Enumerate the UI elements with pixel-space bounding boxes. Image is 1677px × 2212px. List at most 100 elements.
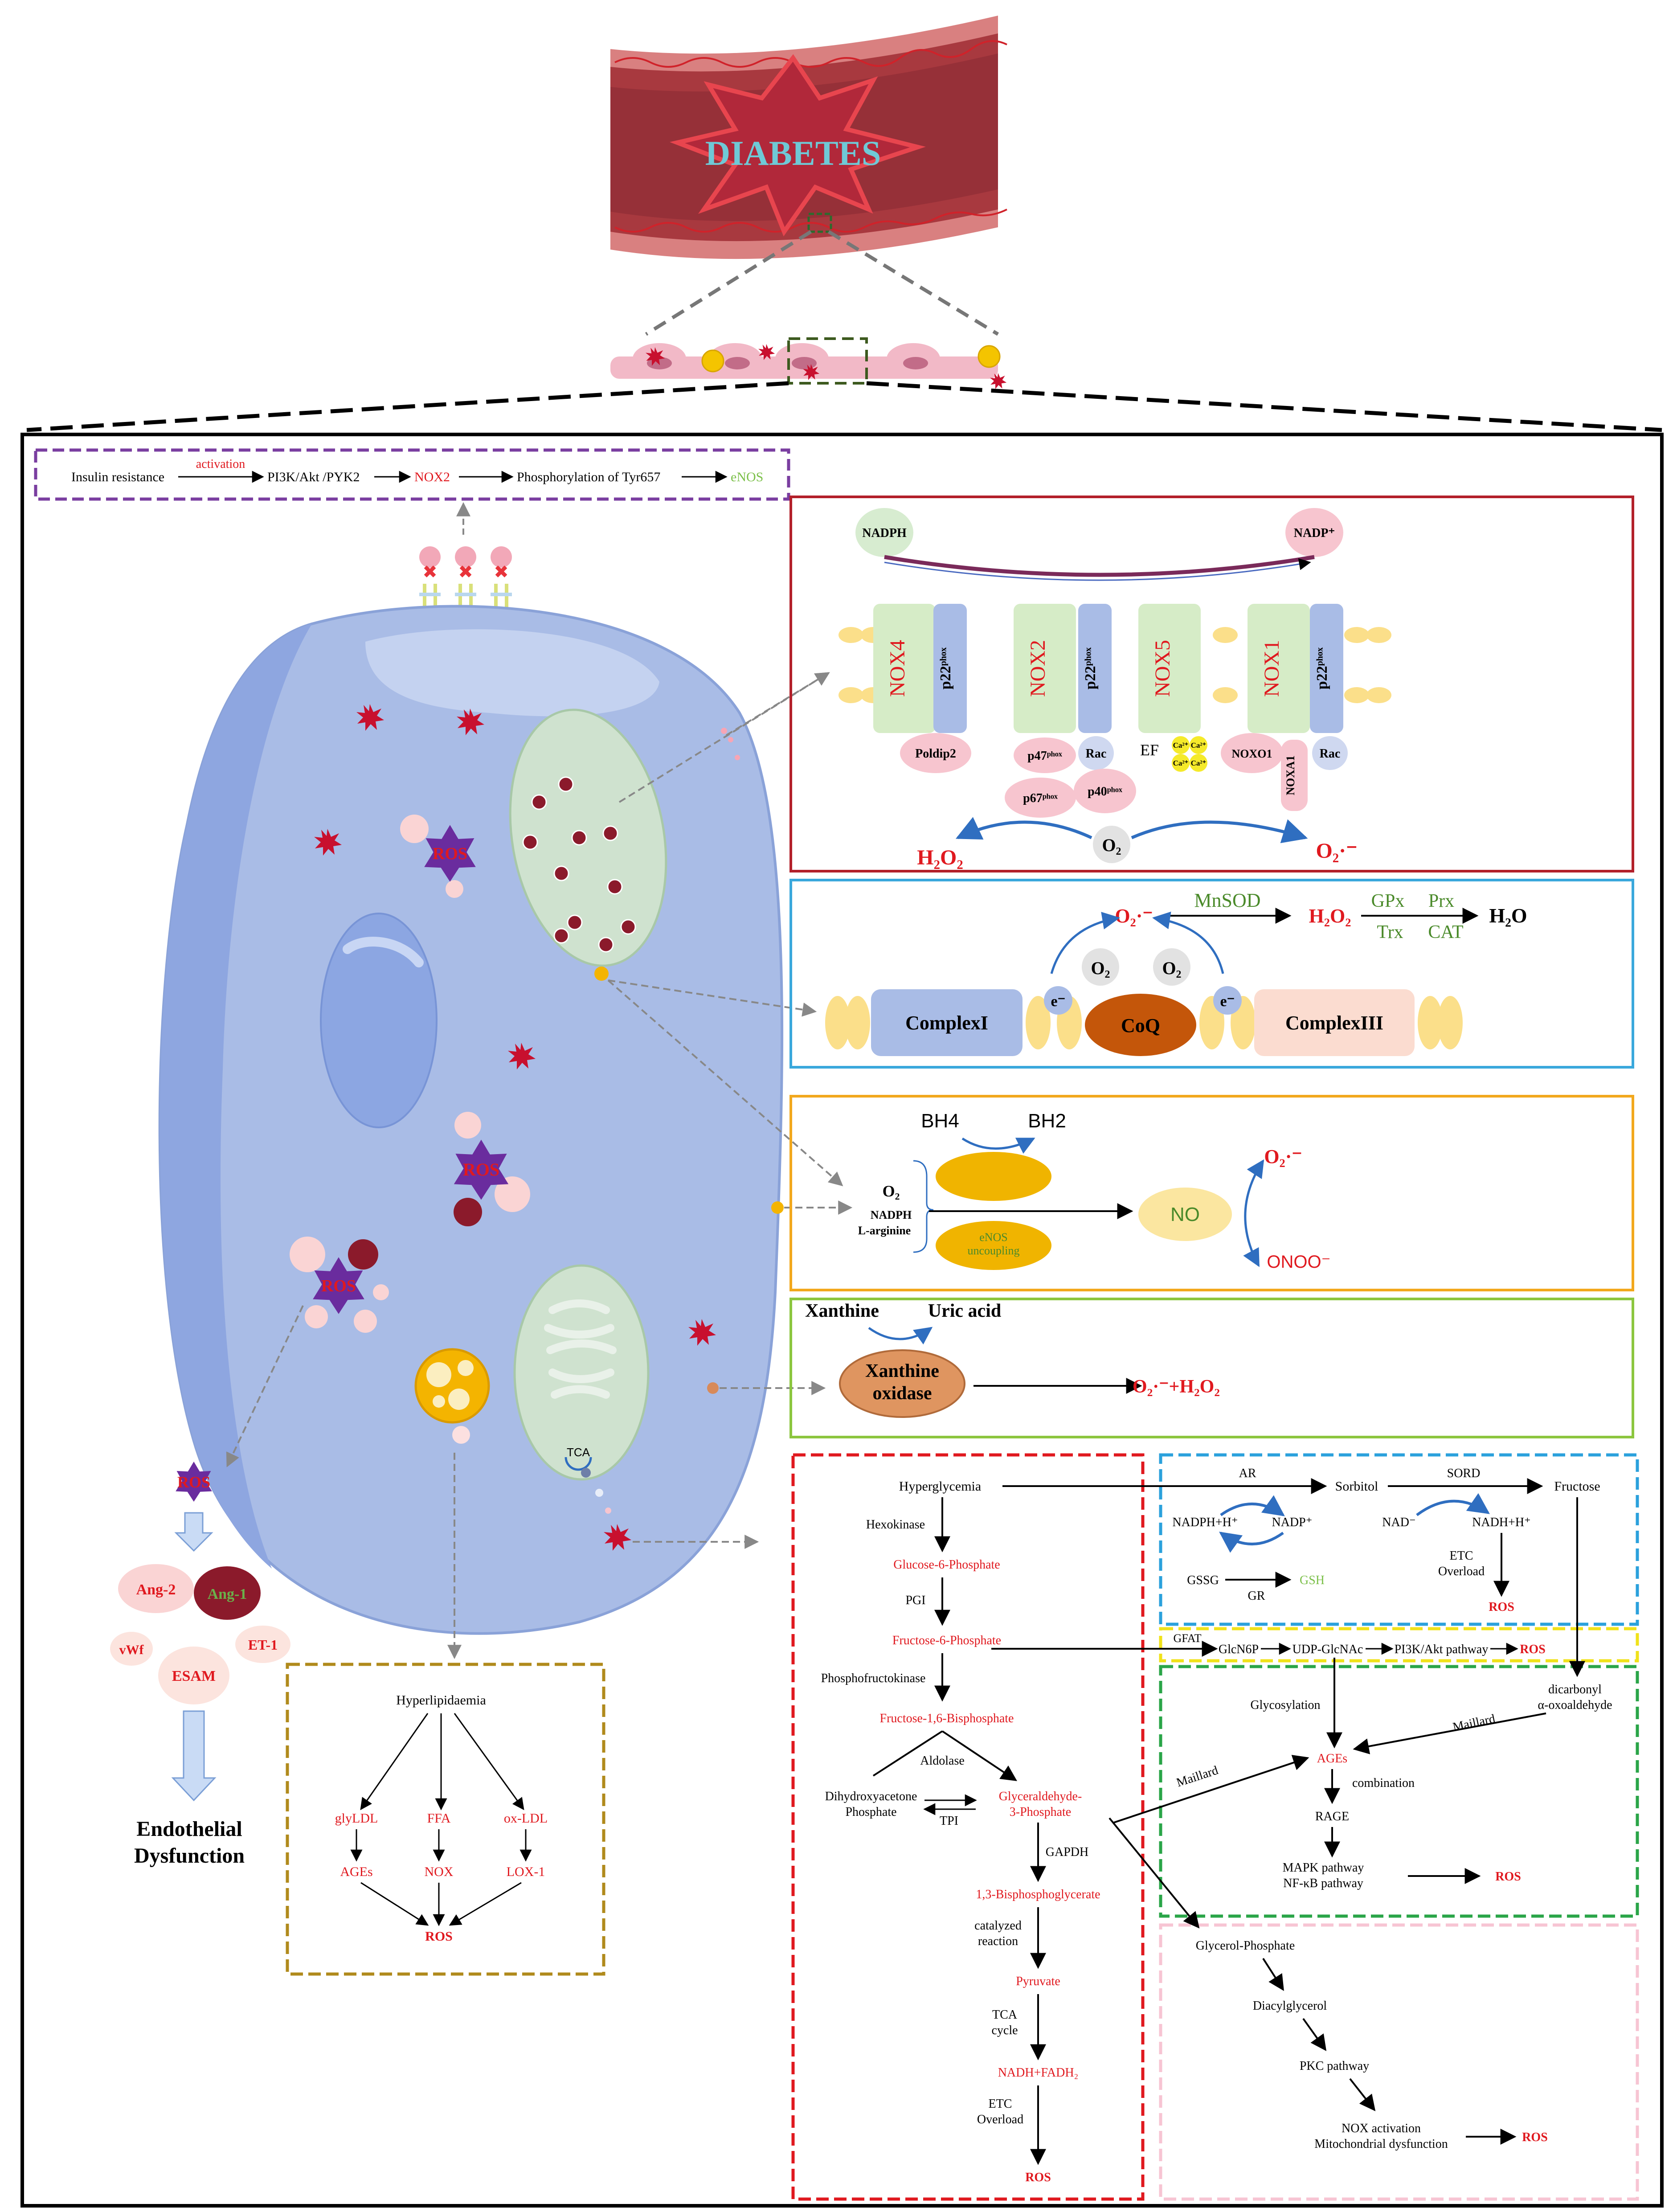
insulin-bar-enos-label: eNOS xyxy=(731,470,763,484)
cell-ros-label: ROS xyxy=(433,844,467,863)
cell-tca-label: TCA xyxy=(567,1446,590,1459)
polyol-gr-label: GR xyxy=(1248,1589,1265,1603)
xo-panel-xanthine-label: Xanthine xyxy=(805,1301,879,1321)
xanthine-oxidase-panel: Xanthine Uric acid Xanthine oxidase O₂·⁻… xyxy=(789,1298,1634,1438)
polyol-pathway-box: AR Sorbitol SORD Fructose NADPH+H⁺ NADP⁺… xyxy=(1002,1453,1639,1626)
pkc-panel-dag-label: Diacylglycerol xyxy=(1253,1999,1327,2013)
nox-panel-nox2-label: NOX2 xyxy=(1026,640,1050,697)
outside-ang2-label: Ang-2 xyxy=(136,1581,176,1598)
outside-et1-label: ET-1 xyxy=(248,1637,278,1653)
nox-panel-ca-label: Ca²⁺ xyxy=(1173,741,1189,750)
pkc-panel-ros-label: ROS xyxy=(1522,2130,1548,2144)
mito-panel-prx-label: Prx xyxy=(1428,891,1454,911)
enos-panel-nadph-label: NADPH xyxy=(871,1208,912,1221)
hexosamine-gfat-label: GFAT xyxy=(1173,1632,1201,1645)
nox-panel-nadph-label: NADPH xyxy=(862,526,907,540)
enos-panel-bh2-label: BH2 xyxy=(1028,1110,1066,1132)
glycolysis-g6p-label: Glucose-6-Phosphate xyxy=(893,1558,1000,1572)
ros-cluster-2: ROS xyxy=(454,1112,530,1226)
nucleus xyxy=(320,913,438,1128)
glycolysis-etc-1-label: ETC xyxy=(989,2097,1012,2111)
enos-uncoupling-panel: BH4 BH2 eNOS uncoupling O₂ NADPH L-argin… xyxy=(789,1095,1634,1291)
lipid-lox1-label: LOX-1 xyxy=(507,1864,545,1879)
polyol-ar-label: AR xyxy=(1239,1466,1256,1480)
nox-panel-nox4-label: NOX4 xyxy=(886,640,909,697)
endothelial-dysfunction: ROS Ang-2 Ang-1 vWf ET-1 ESAM Endothelia… xyxy=(110,1462,290,1868)
lipid-glyldl-label: glyLDL xyxy=(335,1811,378,1826)
hexosamine-pi3k-label: PI3K/Akt pathway xyxy=(1395,1643,1489,1656)
endothelial-strip xyxy=(610,337,1007,389)
mitochondrion-nox xyxy=(509,709,667,981)
glycolysis-pyruvate-label: Pyruvate xyxy=(1016,1974,1060,1988)
glycolysis-hyper-label: Hyperglycemia xyxy=(899,1479,981,1494)
mito-panel-trx-label: Trx xyxy=(1377,922,1403,942)
glycolysis-dhap-1-label: Dihydroxyacetone xyxy=(825,1790,917,1803)
insulin-bar-insulin-resistance-label: Insulin resistance xyxy=(71,470,164,484)
age-panel-mapk-1-label: MAPK pathway xyxy=(1283,1861,1364,1875)
xo-panel-product-label: O₂·⁻+H₂O₂ xyxy=(1133,1376,1220,1397)
lipid-hyper-label: Hyperlipidaemia xyxy=(396,1693,486,1708)
polyol-nad-label: NAD⁻ xyxy=(1382,1516,1415,1529)
nox-panel-p22-label: p22ᵖʰᵒˣ xyxy=(1082,647,1099,689)
insulin-bar-nox2-label: NOX2 xyxy=(414,470,450,484)
mito-panel-o2-label: O₂ xyxy=(1162,958,1181,978)
glycolysis-ros-label: ROS xyxy=(1025,2171,1051,2184)
age-panel-maillard-label: Maillard xyxy=(1175,1763,1220,1790)
outside-ros-label: ROS xyxy=(177,1473,210,1491)
mito-panel-e-label: e⁻ xyxy=(1051,993,1065,1010)
main-frame xyxy=(20,433,1664,2208)
glycolysis-tca-1-label: TCA xyxy=(992,2008,1018,2022)
glycolysis-tpi-label: TPI xyxy=(940,1814,958,1828)
enos-panel-onoo-label: ONOO⁻ xyxy=(1267,1252,1330,1272)
polyol-sorbitol-label: Sorbitol xyxy=(1335,1479,1378,1494)
glycolysis-pfk-label: Phosphofructokinase xyxy=(821,1671,926,1685)
polyol-gssg-label: GSSG xyxy=(1187,1573,1219,1587)
glycolysis-pgi-label: PGI xyxy=(905,1593,925,1607)
lipid-ffa-label: FFA xyxy=(427,1811,451,1826)
svg-text:✖: ✖ xyxy=(422,562,438,582)
xo-panel-xo-2-label: oxidase xyxy=(872,1383,932,1404)
nox-panel-p67-label: p67ᵖʰᵒˣ xyxy=(1023,791,1058,805)
nox-panel-o2rad-label: O₂·⁻ xyxy=(1316,839,1357,863)
outside-ang1-label: Ang-1 xyxy=(208,1586,247,1602)
glycolysis-hexokinase-label: Hexokinase xyxy=(866,1518,925,1532)
glycolysis-tca-2-label: cycle xyxy=(991,2024,1018,2037)
nox-panel-p47-label: p47ᵖʰᵒˣ xyxy=(1027,749,1063,763)
pkc-panel-nox-2-label: Mitochondrial dysfunction xyxy=(1314,2137,1448,2151)
age-panel-mapk-2-label: NF-κB pathway xyxy=(1283,1876,1363,1890)
nox-panel-rac-label: Rac xyxy=(1320,747,1341,761)
svg-text:✖: ✖ xyxy=(458,562,473,582)
ages-pathway-box: dicarbonyl α-oxoaldehyde Glycosylation M… xyxy=(1113,1497,1639,1918)
age-panel-maillard-label: Maillard xyxy=(1452,1712,1497,1734)
nox-panel-p22-label: p22ᵖʰᵒˣ xyxy=(1314,647,1330,689)
nox-panel-nox1-label: NOX1 xyxy=(1260,640,1284,697)
age-panel-dicarbonyl-2-label: α-oxoaldehyde xyxy=(1538,1698,1612,1712)
lipid-droplet xyxy=(414,1348,490,1444)
glycolysis-aldolase-label: Aldolase xyxy=(920,1754,965,1768)
polyol-gsh-label: GSH xyxy=(1300,1573,1325,1587)
pkc-panel-pkc-label: PKC pathway xyxy=(1300,2059,1369,2073)
hexosamine-glcn6p-label: GlcN6P xyxy=(1219,1643,1259,1656)
cell-ros-label: ROS xyxy=(321,1277,356,1295)
glycolysis-f16bp-label: Fructose-1,6-Bisphosphate xyxy=(880,1712,1014,1725)
mito-panel-mnsod-label: MnSOD xyxy=(1194,889,1260,911)
nox-panel-p40-label: p40ᵖʰᵒˣ xyxy=(1088,785,1123,799)
nox-panel-h2o2-label: H₂O₂ xyxy=(917,846,963,869)
mito-panel-h2o2-label: H₂O₂ xyxy=(1309,905,1351,927)
pkc-panel-nox-1-label: NOX activation xyxy=(1342,2122,1421,2135)
mito-panel-gpx-label: GPx xyxy=(1371,891,1405,911)
ros-cluster-3: ROS xyxy=(290,1237,389,1333)
polyol-nadh-h-label: NADH+H⁺ xyxy=(1472,1516,1531,1529)
ros-cluster-1: ROS xyxy=(400,815,476,898)
enos-panel-o2-label: O₂ xyxy=(883,1182,900,1200)
enos-panel-no-label: NO xyxy=(1170,1204,1200,1225)
enos-panel-enos-unc-2-label: uncoupling xyxy=(968,1244,1020,1257)
polyol-fructose-label: Fructose xyxy=(1554,1479,1600,1494)
mito-panel-o2rad-label: O₂·⁻ xyxy=(1115,905,1153,927)
pkc-pathway-box: Glycerol-Phosphate Diacylglycerol PKC pa… xyxy=(1108,1817,1639,2201)
age-panel-glycosylation-label: Glycosylation xyxy=(1250,1698,1320,1712)
nox-panel-p22-label: p22ᵖʰᵒˣ xyxy=(937,647,954,689)
lipid-ages-label: AGEs xyxy=(340,1864,372,1879)
age-panel-combination-label: combination xyxy=(1352,1776,1415,1790)
cell-ros-label: ROS xyxy=(463,1159,499,1180)
